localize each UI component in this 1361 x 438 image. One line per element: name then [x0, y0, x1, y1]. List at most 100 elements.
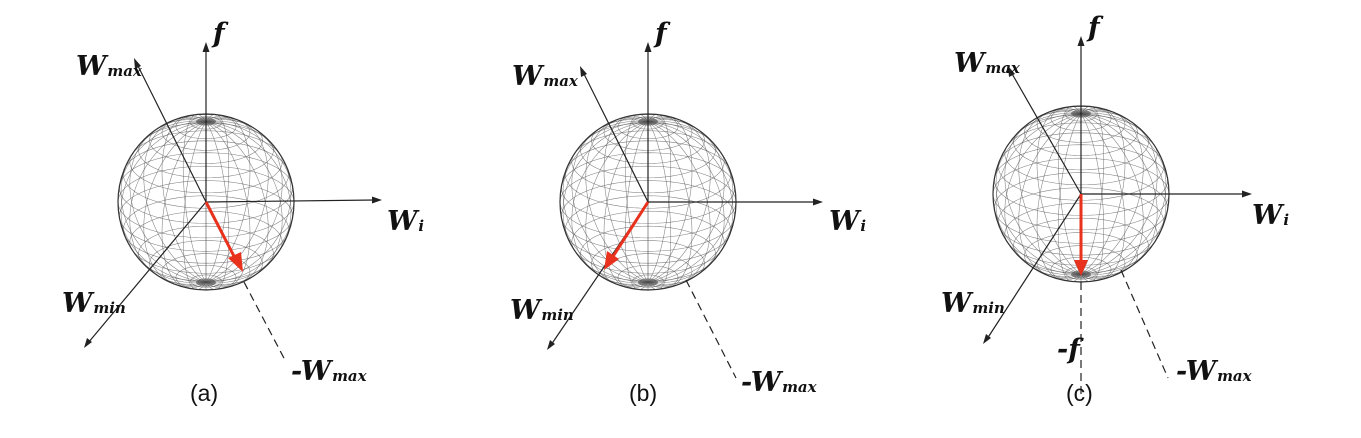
force-vector — [610, 201, 650, 259]
sphere-gridline — [1057, 113, 1082, 282]
neg-w-max-label-sub: max — [1217, 367, 1252, 385]
w-min-label: Wmin — [941, 290, 1005, 317]
sphere-gridline — [1080, 112, 1167, 275]
w-min-label-main: W — [510, 295, 541, 326]
panel-b-graphic — [547, 42, 823, 379]
panel-a: f Wmax Wi Wmin -Wmax (a) — [0, 0, 450, 438]
panel-b: f Wmax Wi Wmin -Wmax (b) — [450, 0, 900, 438]
w-min-axis-arrowhead — [547, 340, 555, 350]
force-vector-arrowhead — [1074, 260, 1088, 276]
w-max-axis — [136, 63, 207, 203]
w-max-axis — [582, 71, 649, 203]
w-min-label-main: W — [62, 288, 93, 319]
sphere-gridline — [129, 121, 207, 285]
sphere-gridline — [182, 114, 207, 283]
panel-c-graphic — [983, 36, 1252, 398]
f-axis-label: f — [1088, 12, 1100, 43]
w-i-label-main: W — [387, 206, 418, 237]
sphere-gridline — [624, 114, 649, 283]
sphere-gridline — [647, 119, 725, 283]
w-max-label-sub: max — [107, 62, 142, 80]
neg-w-max-label-main: -W — [291, 356, 332, 387]
f-axis-arrowhead — [644, 42, 652, 52]
sphere-gridline — [1080, 111, 1158, 275]
neg-w-max-axis — [243, 281, 287, 363]
panel-a-graphic — [84, 42, 382, 363]
w-min-axis — [87, 201, 207, 344]
w-i-label-sub: i — [860, 217, 867, 235]
f-axis-label: f — [655, 18, 667, 49]
sphere-gridline — [205, 114, 230, 283]
sphere-gridline — [1004, 113, 1082, 277]
sphere-gridline — [647, 114, 672, 283]
neg-w-max-label-sub: max — [782, 378, 817, 396]
neg-f-axis-label: -f — [1057, 334, 1080, 365]
coordinate-axes — [983, 36, 1252, 398]
sphere-gridline — [647, 121, 734, 284]
w-max-label: Wmax — [954, 50, 1020, 77]
w-min-label: Wmin — [62, 290, 126, 317]
force-vector — [204, 201, 239, 263]
sphere-gridline — [205, 121, 292, 284]
sphere-gridline — [1080, 113, 1158, 277]
w-max-label-sub: max — [543, 72, 578, 90]
w-max-axis — [1010, 71, 1082, 195]
w-max-axis-arrowhead — [1008, 66, 1015, 77]
w-max-label-main: W — [954, 48, 985, 79]
w-max-label: Wmax — [76, 53, 142, 80]
w-i-axis — [205, 199, 376, 203]
sphere-gridline — [120, 120, 207, 283]
w-i-label: Wi — [1252, 202, 1289, 229]
force-vector-arrowhead — [604, 251, 619, 270]
w-i-label-sub: i — [1283, 211, 1290, 229]
f-axis-arrowhead — [1077, 36, 1085, 46]
neg-w-max-label: -Wmax — [1176, 358, 1252, 385]
sphere-gridline — [647, 121, 672, 290]
sphere-gridline — [1080, 106, 1105, 275]
coordinate-axes — [84, 42, 382, 363]
sphere-gridline — [647, 120, 734, 283]
w-max-label-main: W — [512, 61, 543, 92]
neg-w-max-axis — [1120, 269, 1169, 379]
w-i-axis-arrowhead — [372, 196, 382, 204]
sphere-gridline — [205, 119, 283, 283]
sphere-gridline — [571, 121, 649, 285]
w-min-axis — [986, 193, 1082, 340]
w-min-label-main: W — [941, 288, 972, 319]
w-max-axis-arrowhead — [134, 58, 141, 69]
w-max-label: Wmax — [512, 63, 578, 90]
w-min-label-sub: min — [93, 299, 126, 317]
caption: (a) — [190, 380, 219, 406]
w-i-label-main: W — [829, 206, 860, 237]
neg-w-max-axis — [685, 279, 737, 379]
w-i-axis-arrowhead — [813, 198, 823, 206]
sphere-gridline — [129, 119, 207, 283]
w-min-label-sub: min — [541, 306, 574, 324]
neg-w-max-label-main: -W — [1176, 356, 1217, 387]
coordinate-axes — [547, 42, 823, 379]
south-pole-mark — [638, 278, 658, 287]
sphere-gridline — [647, 121, 725, 285]
neg-w-max-label: -Wmax — [291, 358, 367, 385]
sphere-gridline — [1004, 111, 1082, 275]
w-min-axis-arrowhead — [84, 338, 92, 348]
neg-w-max-label: -Wmax — [741, 369, 817, 396]
w-min-label-sub: min — [972, 299, 1005, 317]
sphere-gridline — [205, 120, 292, 283]
sphere-gridline — [562, 121, 649, 284]
sphere-gridline — [120, 121, 207, 284]
sphere-gridline — [1057, 106, 1082, 275]
neg-w-max-label-main: -W — [741, 367, 782, 398]
w-min-label: Wmin — [510, 297, 574, 324]
w-i-label: Wi — [829, 208, 866, 235]
sphere-gridline — [995, 113, 1082, 276]
w-max-label-main: W — [76, 51, 107, 82]
sphere-gridline — [1080, 113, 1105, 282]
w-i-label-sub: i — [418, 217, 425, 235]
sphere-gridline — [1080, 113, 1167, 276]
w-i-label-main: W — [1252, 200, 1283, 231]
caption: (b) — [629, 380, 658, 406]
w-max-label-sub: max — [985, 59, 1020, 77]
w-max-axis-arrowhead — [580, 66, 587, 77]
